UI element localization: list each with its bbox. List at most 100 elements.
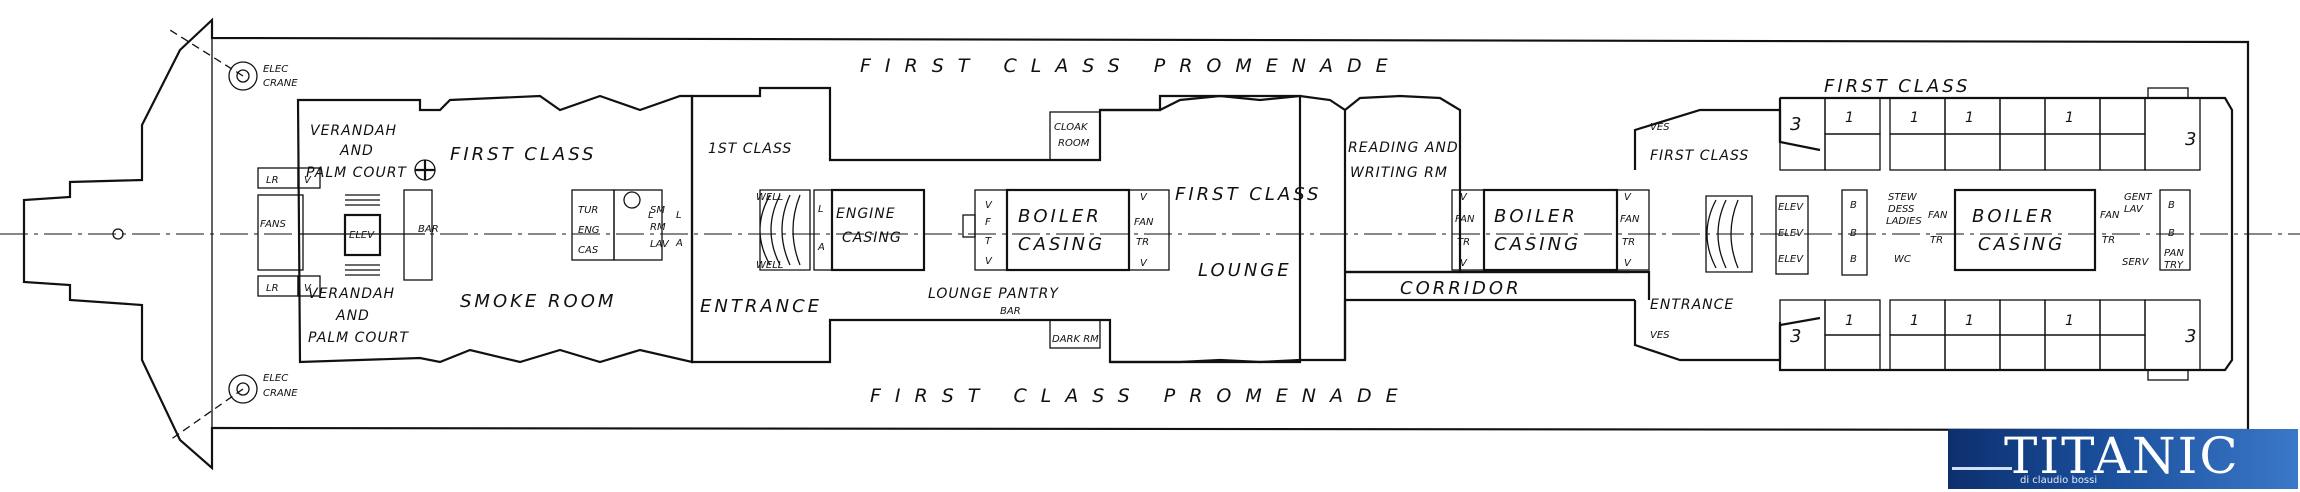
v-5: V (1140, 192, 1148, 203)
tr-5: TR (2102, 235, 2115, 246)
fan-tr-box-2 (1451, 189, 1485, 271)
entrance-aft-outline (1633, 108, 1821, 362)
verandah-top-3: PALM COURT (306, 165, 407, 181)
fan-wheel (623, 191, 641, 209)
v-9: V (1624, 192, 1632, 203)
boiler-casing-2 (1482, 188, 1619, 272)
l-1: L (648, 210, 654, 221)
boiler-casing-3 (1953, 188, 2097, 272)
elev-a1: ELEV (1778, 202, 1804, 213)
cloak-room (1049, 111, 1101, 161)
cabin-1g: 1 (1965, 313, 1975, 329)
ves-2: VES (1650, 330, 1670, 341)
bar-box (403, 189, 433, 281)
v-8: V (1460, 258, 1468, 269)
cabin-3a: 3 (1790, 114, 1804, 135)
entrance-fwd-outline (690, 86, 1302, 364)
boiler-casing-3-b: CASING (1978, 234, 2065, 255)
elec-crane-top: ELEC CRANE (169, 29, 298, 91)
cabin-1d: 1 (2065, 110, 2075, 126)
dark-rm: DARK RM (1052, 334, 1099, 345)
promenade-top: FIRST CLASS PROMENADE (860, 55, 1402, 77)
v-4: V (985, 256, 993, 267)
first-class-lounge: FIRST CLASS (1175, 184, 1321, 205)
crane-label-4: CRANE (263, 388, 298, 399)
boiler-casing-3-a: BOILER (1972, 206, 2056, 227)
b-5: B (2168, 228, 2175, 239)
cabin-1c: 1 (1965, 110, 1975, 126)
tr-4: TR (1930, 235, 1943, 246)
first-class-entrance: 1ST CLASS (708, 141, 792, 157)
titanic-badge: TITANIC di claudio bossi (1948, 429, 2298, 489)
cabins-bottom (1779, 299, 2201, 381)
f-1: F (985, 217, 991, 228)
engine-casing-2: CASING (842, 230, 902, 246)
b-4: B (2168, 200, 2175, 211)
cabin-3c: 3 (1790, 326, 1804, 347)
elev-verandah: ELEV (349, 230, 375, 241)
boiler-casing-2-b: CASING (1494, 234, 1581, 255)
serv: SERV (2122, 257, 2150, 268)
column-cross (415, 160, 435, 180)
crane-label-1: ELEC (263, 64, 288, 75)
cloak-1: CLOAK (1054, 122, 1089, 133)
v-box-2 (297, 275, 321, 297)
reading-outline (1344, 94, 1462, 274)
corridor-walls (1343, 270, 1630, 360)
reading-2: WRITING RM (1350, 165, 1448, 181)
smrm-3: LAV (650, 239, 670, 250)
l-2: L (676, 210, 682, 221)
elev-shaft (343, 213, 382, 257)
a-1: A (675, 238, 683, 249)
smrm-2: RM (650, 222, 666, 233)
elec-crane-bottom: ELEC CRANE (169, 373, 298, 441)
cabin-3b: 3 (2185, 129, 2199, 150)
ship-icon (1952, 447, 2012, 470)
engine-casing-1: ENGINE (836, 206, 896, 222)
badge-title: TITANIC (2004, 429, 2240, 485)
first-class-cabins: FIRST CLASS (1824, 76, 1970, 97)
crane-label-2: CRANE (263, 78, 298, 89)
lounge: LOUNGE (1198, 260, 1292, 281)
v-1: V (304, 175, 312, 186)
corridor: CORRIDOR (1400, 278, 1522, 299)
tr-1: TR (1136, 237, 1149, 248)
cloak-2: ROOM (1058, 138, 1090, 149)
badge-subtitle: di claudio bossi (2020, 475, 2098, 486)
v-box-1 (297, 167, 321, 189)
pantry-2: TRY (2164, 260, 2184, 271)
fan-tr-box-3 (1616, 189, 1650, 271)
wc-1: WC (1894, 254, 1911, 265)
promenade-bottom: FIRST CLASS PROMENADE (870, 385, 1412, 407)
cabin-1b: 1 (1910, 110, 1920, 126)
smrm-1: SM (650, 205, 665, 216)
verandah-top-2: AND (339, 143, 374, 159)
centre-mark (112, 228, 124, 240)
dark-room (1049, 319, 1101, 349)
smoke-room: SMOKE ROOM (460, 291, 616, 312)
elev-a3: ELEV (1778, 254, 1804, 265)
lounge-pantry: LOUNGE PANTRY (928, 286, 1059, 302)
reading-1: READING AND (1348, 140, 1459, 156)
cabin-1h: 1 (2065, 313, 2075, 329)
well-bottom: WELL (756, 260, 783, 271)
elev-a2: ELEV (1778, 228, 1804, 239)
fan-tr-box-1 (1128, 189, 1170, 271)
fan-3: FAN (1620, 214, 1640, 225)
aft-staircase (1705, 195, 1753, 273)
verandah-bot-3: PALM COURT (308, 330, 409, 346)
engine-casing (830, 188, 926, 272)
ves-1: VES (1650, 122, 1670, 133)
pantry-1: PAN (2164, 248, 2184, 259)
crane-label-3: ELEC (263, 373, 288, 384)
bar-2: BAR (1000, 306, 1021, 317)
fan-1: FAN (1134, 217, 1154, 228)
fans-box (257, 194, 304, 271)
v-7: V (1460, 192, 1468, 203)
fan-2: FAN (1455, 214, 1475, 225)
v-6: V (1140, 258, 1148, 269)
t-1: T (985, 236, 992, 247)
first-class-smoke: FIRST CLASS (450, 144, 596, 165)
stew-2: DESS (1888, 204, 1915, 215)
